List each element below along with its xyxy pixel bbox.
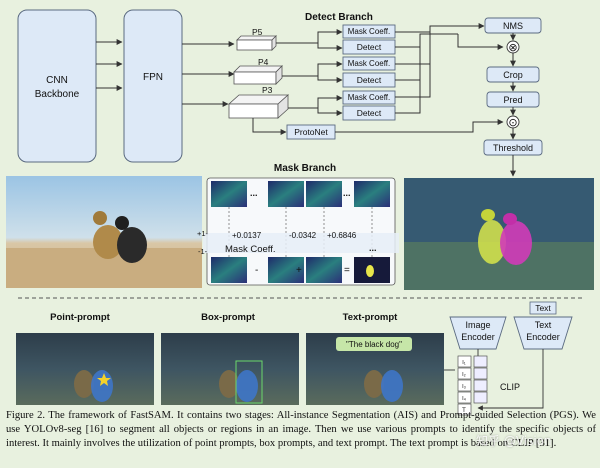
threshold-label: Threshold [493, 143, 533, 153]
watermark-text: 知乎 @Vision [476, 434, 552, 448]
fpn-to-level-arrows [182, 41, 235, 107]
point-prompt-image [16, 333, 154, 405]
coeff-value-2: -0.0342 [289, 231, 317, 240]
text-prompt-title: Text-prompt [343, 312, 399, 323]
op-minus: - [255, 265, 258, 276]
t-label: T [462, 408, 466, 414]
text-encoder-label-1: Text [535, 320, 552, 330]
text-prompt-image [306, 333, 444, 405]
mask-coeff-head-3: Mask Coeff. [348, 93, 391, 102]
prototype-masks-panel [203, 177, 399, 286]
crop-label: Crop [503, 70, 523, 80]
coeff-value-1: +0.0137 [232, 231, 262, 240]
text-encoder-label-2: Encoder [526, 332, 560, 342]
mask-coeff-head-2: Mask Coeff. [348, 59, 391, 68]
backbone-to-fpn-arrows [96, 39, 123, 91]
p5-feature-block [236, 35, 277, 51]
dot-symbol: ⊙ [508, 116, 517, 129]
nms-label: NMS [503, 21, 523, 31]
p4-label: P4 [258, 57, 269, 67]
fpn-label: FPN [143, 72, 163, 83]
mask-branch-title: Mask Branch [274, 163, 336, 174]
protonet-label: ProtoNet [294, 127, 328, 137]
multiply-symbol: ⊗ [508, 41, 517, 54]
coeff-value-3: +0.6846 [327, 231, 357, 240]
i1-label: I₁ [462, 360, 466, 366]
image-encoder-shape [449, 316, 507, 350]
detect-branch-title: Detect Branch [305, 12, 373, 23]
ellipsis-top-1: ... [250, 188, 258, 198]
fpn-box [123, 9, 183, 163]
box-prompt-image [161, 333, 299, 405]
text-input-box [529, 301, 557, 315]
plus-one-tick: +1- [197, 229, 209, 238]
i4-label: I₄ [462, 396, 467, 402]
p3-label: P3 [262, 85, 273, 95]
text-input-label: Text [535, 303, 551, 313]
segmentation-output-image [404, 178, 594, 290]
mask-coeff-axis-label: Mask Coeff. [225, 244, 276, 255]
mask-coeff-head-1: Mask Coeff. [348, 27, 391, 36]
text-encoder-shape [513, 316, 573, 350]
detect-head-1: Detect [357, 42, 382, 52]
minus-one-tick: -1- [198, 247, 208, 256]
detection-heads [342, 24, 396, 121]
backbone-label-line2: Backbone [35, 89, 80, 100]
image-encoder-label-2: Encoder [461, 332, 495, 342]
backbone-label-line1: CNN [46, 75, 68, 86]
p3-feature-block [227, 94, 290, 119]
point-prompt-title: Point-prompt [50, 312, 110, 323]
cnn-backbone-box [17, 9, 97, 163]
detect-head-2: Detect [357, 75, 382, 85]
p4-feature-block [233, 65, 283, 85]
figure-caption: Figure 2. The framework of FastSAM. It c… [6, 410, 596, 449]
level-to-head-connectors [252, 29, 343, 135]
i3-label: I₃ [462, 384, 466, 390]
detect-head-3: Detect [357, 108, 382, 118]
clip-label: CLIP [500, 382, 520, 392]
ellipsis-middle: ... [369, 243, 377, 253]
box-prompt-title: Box-prompt [201, 312, 256, 323]
p5-label: P5 [252, 27, 263, 37]
head-to-nms-connectors [335, 23, 504, 133]
image-encoder-label-1: Image [465, 320, 490, 330]
i2-label: I₂ [462, 372, 466, 378]
op-plus: + [296, 265, 302, 276]
ellipsis-top-2: ... [343, 188, 351, 198]
text-query-bubble: "The black dog" [346, 340, 402, 349]
pred-label: Pred [503, 95, 522, 105]
clip-similarity-matrix [457, 355, 488, 416]
input-photo-dogs [6, 176, 202, 288]
op-equals: = [344, 265, 350, 276]
